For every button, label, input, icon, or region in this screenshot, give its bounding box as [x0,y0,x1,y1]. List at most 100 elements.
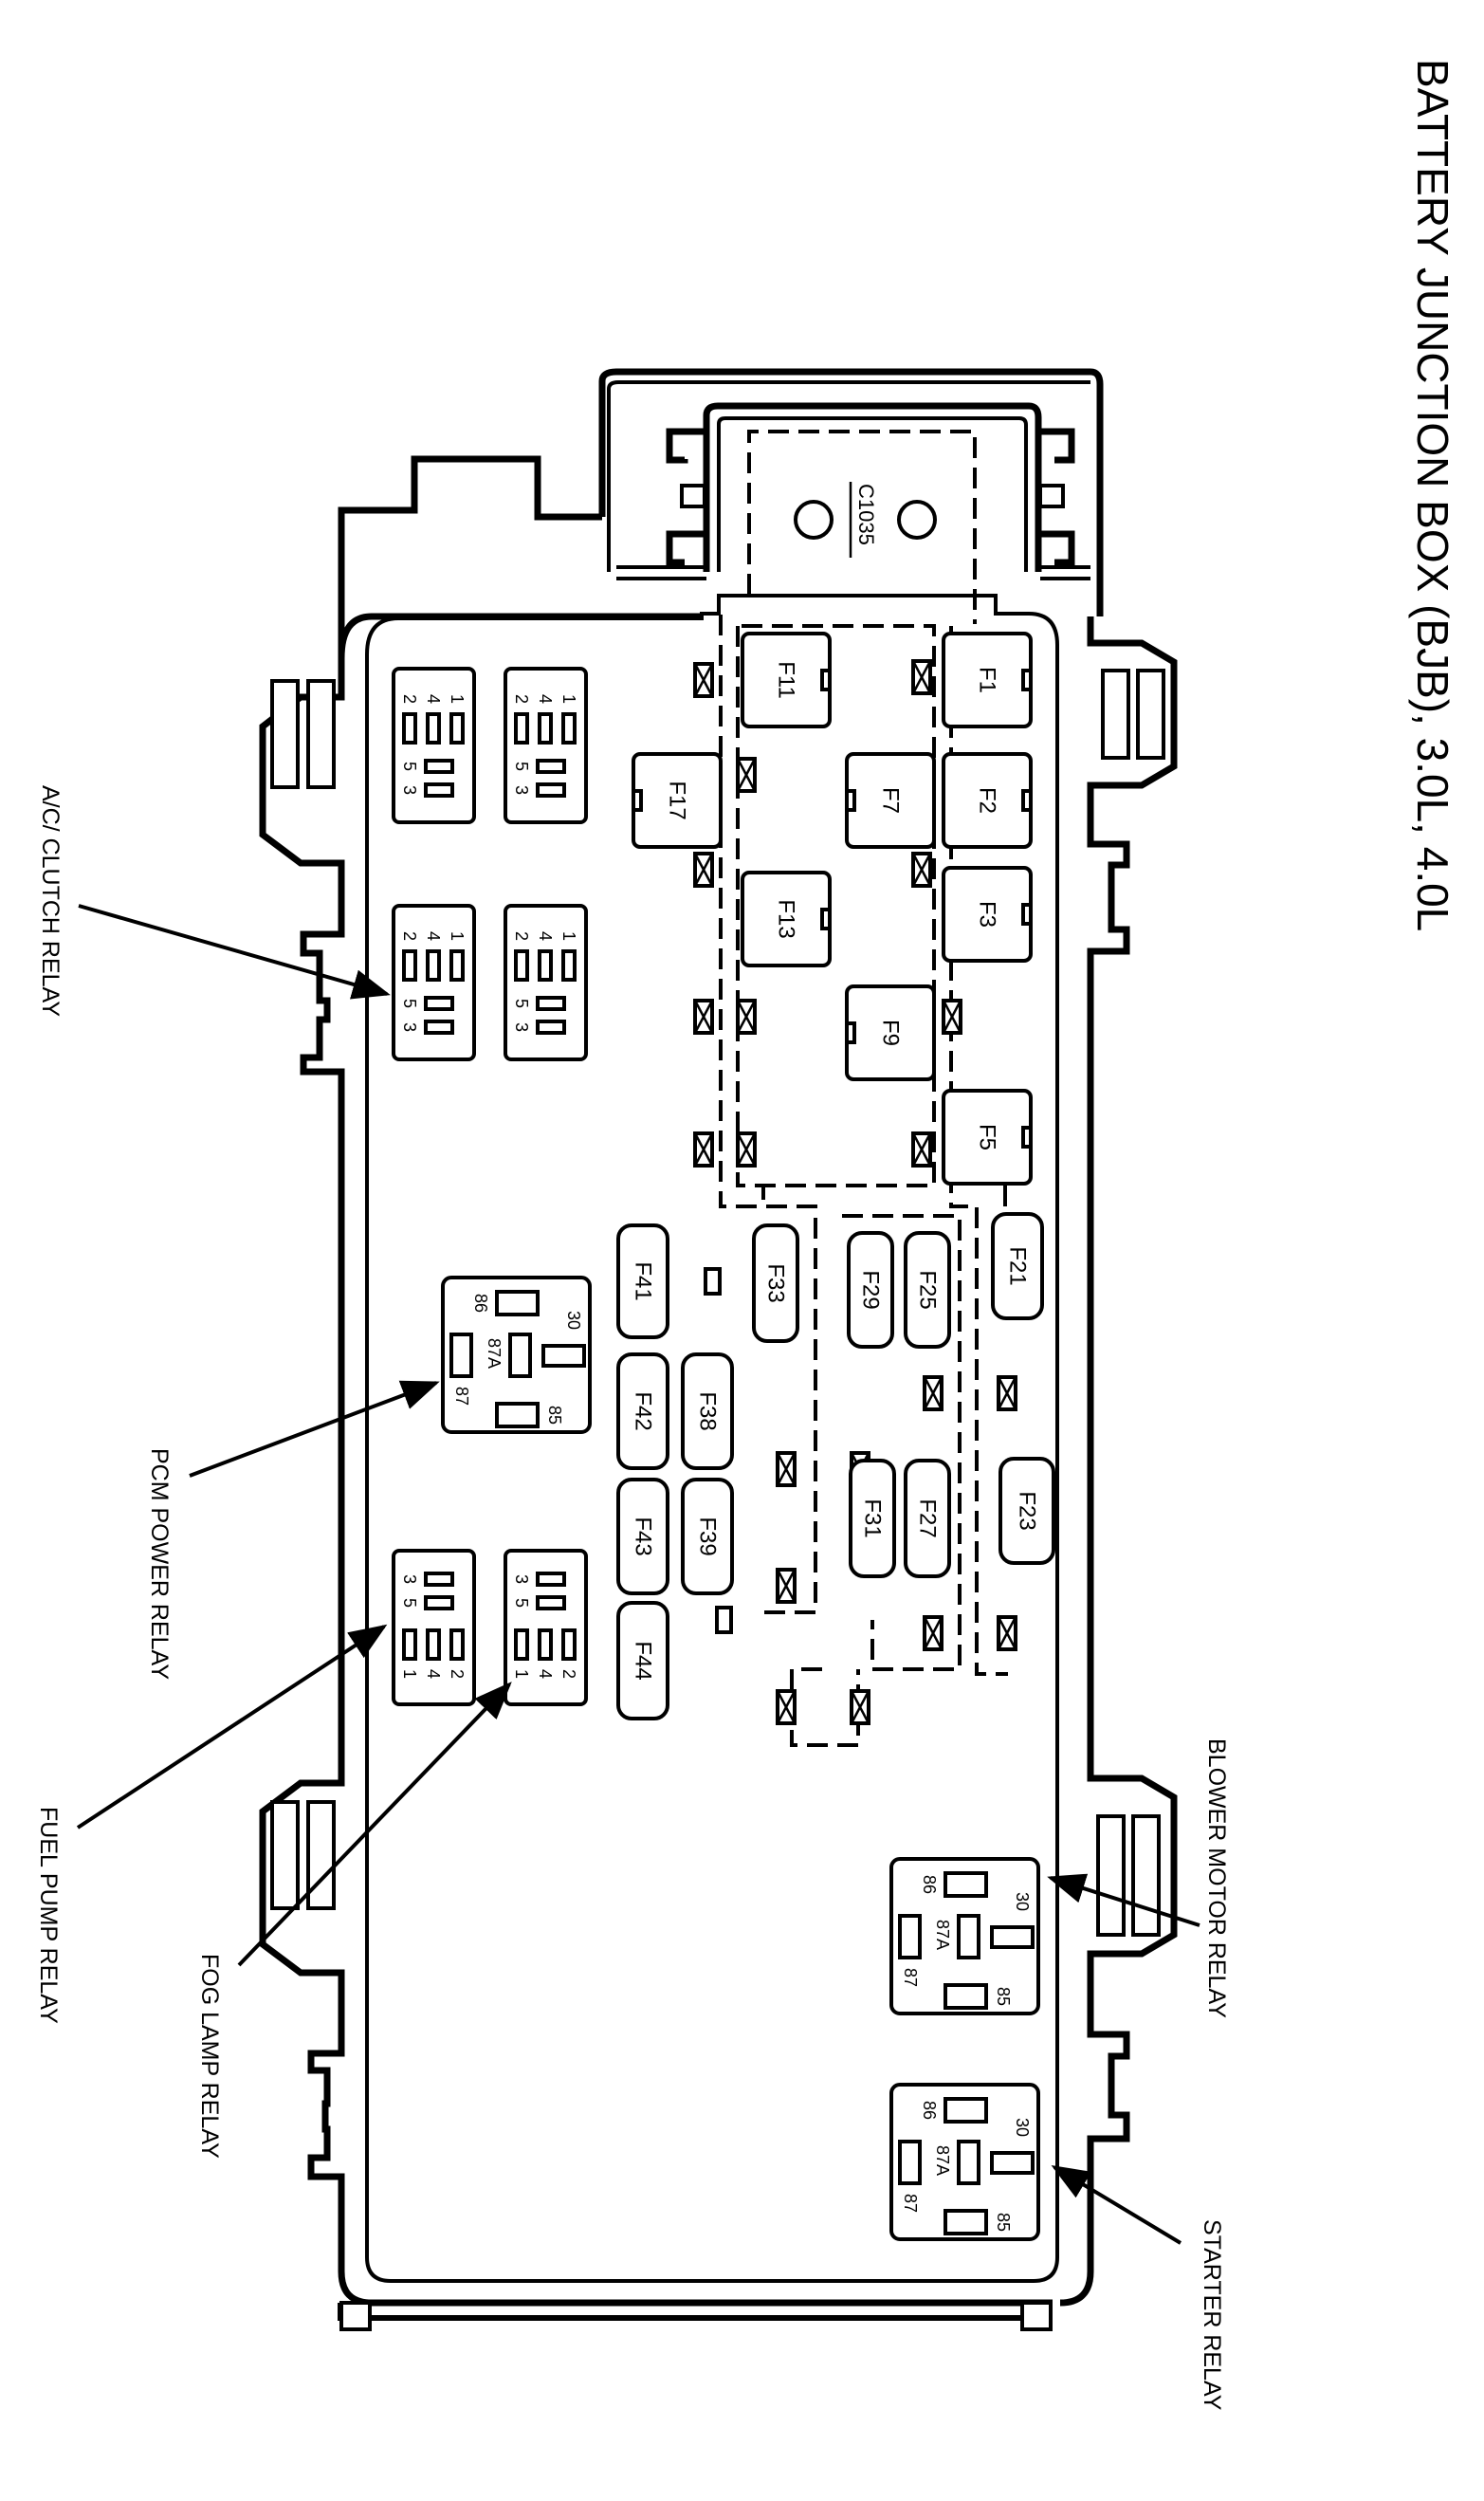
fuse-label: F29 [858,1270,884,1309]
large-fuse-f5[interactable]: F5 [942,1089,1033,1186]
pin-label: 4 [536,931,555,941]
fuse-label: F43 [631,1517,656,1555]
mini-fuse-f38[interactable]: F38 [681,1352,734,1470]
terminal-x-marker [911,1131,932,1168]
terminal-x-marker [776,1568,797,1604]
callout-fuel-pump-relay: FUEL PUMP RELAY [35,1807,62,2024]
pin-label: 4 [424,694,443,704]
starter-relay[interactable]: 86 30 87A 87 85 [889,2083,1040,2241]
pin-label: 2 [559,1669,578,1679]
fuse-label: F11 [774,661,799,699]
fuse-label: F25 [915,1270,941,1309]
pin-label: 30 [1013,1892,1032,1911]
pin-label: 87A [485,1338,504,1369]
mini-fuse-f25[interactable]: F25 [904,1231,951,1349]
terminal-x-marker [942,999,962,1035]
terminal-x-marker [911,659,932,695]
callout-fog-lamp-relay: FOG LAMP RELAY [196,1954,223,2159]
spare-slot [715,1606,733,1634]
terminal-x-marker [776,1689,797,1725]
pin-label: 1 [559,694,578,704]
fuse-label: F41 [631,1261,656,1300]
pin-label: 2 [512,694,531,704]
terminal-markers [693,659,1017,1725]
terminal-x-marker [736,757,757,793]
pin-label: 86 [920,1875,939,1894]
large-fuse-f2[interactable]: F2 [942,752,1033,849]
pin-label: 86 [920,2101,939,2120]
pin-label: 87A [933,2145,952,2176]
fuse-label: F38 [695,1391,721,1430]
fuse-label: F44 [631,1641,656,1680]
fuse-label: F23 [1015,1491,1040,1530]
mini-fuse-f29[interactable]: F29 [847,1231,894,1349]
large-fuse-f3[interactable]: F3 [942,866,1033,963]
large-fuse-f17[interactable]: F17 [632,752,723,849]
pin-label: 2 [512,931,531,941]
fuse-label: F5 [975,1124,1000,1150]
fuse-label: F31 [860,1499,886,1537]
pin-label: 30 [1013,2118,1032,2137]
large-fuse-f7[interactable]: F7 [845,752,936,849]
fuse-label: F13 [774,899,799,938]
pin-label: 2 [400,694,419,704]
terminal-x-marker [923,1615,944,1651]
pin-label: 1 [448,694,467,704]
pin-label: 4 [424,931,443,941]
pin-label: 3 [400,785,419,795]
pin-label: 4 [536,694,555,704]
large-fuse-f1[interactable]: F1 [942,632,1033,728]
pin-label: 87 [901,2194,920,2213]
mini-fuse-f31[interactable]: F31 [849,1459,896,1578]
mini-fuse-f43[interactable]: F43 [616,1478,669,1595]
terminal-x-marker [736,999,757,1035]
mini-fuse-f41[interactable]: F41 [616,1223,669,1339]
mini-fuse-f21[interactable]: F21 [991,1212,1044,1320]
mini-fuse-f44[interactable]: F44 [616,1601,669,1720]
pin-label: 85 [994,2213,1013,2232]
terminal-x-marker [997,1375,1017,1411]
terminal-x-marker [911,852,932,888]
mini-fuse-f23[interactable]: F23 [998,1457,1055,1565]
housing-outline [259,455,1178,2331]
mini-fuse-f42[interactable]: F42 [616,1352,669,1470]
connector-label: C1035 [854,484,878,545]
callout-blower-motor-relay: BLOWER MOTOR RELAY [1203,1738,1230,2018]
pin-label: 3 [512,1022,531,1032]
fuse-label: F1 [975,667,1000,693]
pin-label: 3 [512,1574,531,1584]
pin-label: 3 [400,1574,419,1584]
pin-label: 5 [400,762,419,771]
pin-label: 1 [559,931,578,941]
fuse-label: F2 [975,787,1000,814]
terminal-x-marker [736,1131,757,1168]
pin-label: 5 [400,1598,419,1608]
pin-label: 85 [994,1987,1013,2006]
fuse-label: F3 [975,901,1000,928]
mini-fuse-f27[interactable]: F27 [904,1459,951,1578]
terminal-x-marker [693,662,714,698]
terminal-x-marker [693,1131,714,1168]
pin-label: 3 [512,785,531,795]
pin-label: 5 [512,762,531,771]
large-fuse-f11[interactable]: F11 [741,632,832,728]
large-fuse-f9[interactable]: F9 [845,984,936,1081]
spare-slot [704,1267,722,1296]
large-fuse-f13[interactable]: F13 [741,871,832,967]
mini-fuse-f33[interactable]: F33 [752,1223,799,1343]
pin-label: 1 [400,1669,419,1679]
pin-label: 1 [512,1669,531,1679]
mini-fuse-f39[interactable]: F39 [681,1478,734,1595]
